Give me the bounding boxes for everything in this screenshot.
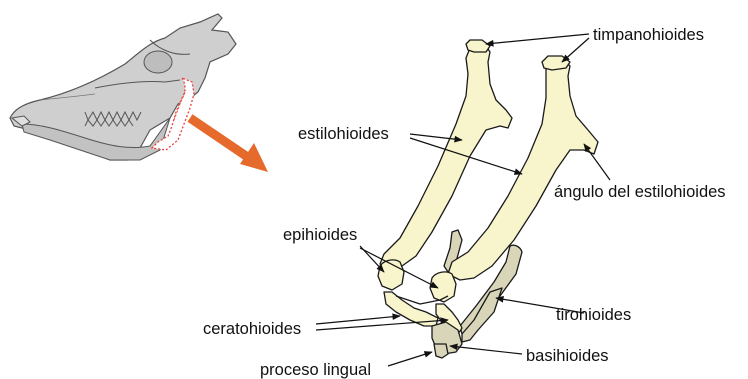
label-epihioides: epihioides [283,226,357,244]
label-timpanohioides: timpanohioides [593,26,704,44]
tympanohyoid-left [466,40,490,52]
skull-illustration [10,14,236,160]
label-estilohioides: estilohioides [298,125,389,143]
epihyoid-right [430,272,456,302]
lingual-process [434,344,448,358]
label-basihioides: basihioides [526,347,609,365]
label-ceratohioides: ceratohioides [203,320,301,338]
label-tirohioides: tirohioides [556,306,631,324]
label-angulo-estilohioides: ángulo del estilohioides [554,183,726,201]
label-proceso-lingual: proceso lingual [260,361,371,379]
skull-orbit [144,51,172,73]
pointer-arrow [190,118,268,172]
